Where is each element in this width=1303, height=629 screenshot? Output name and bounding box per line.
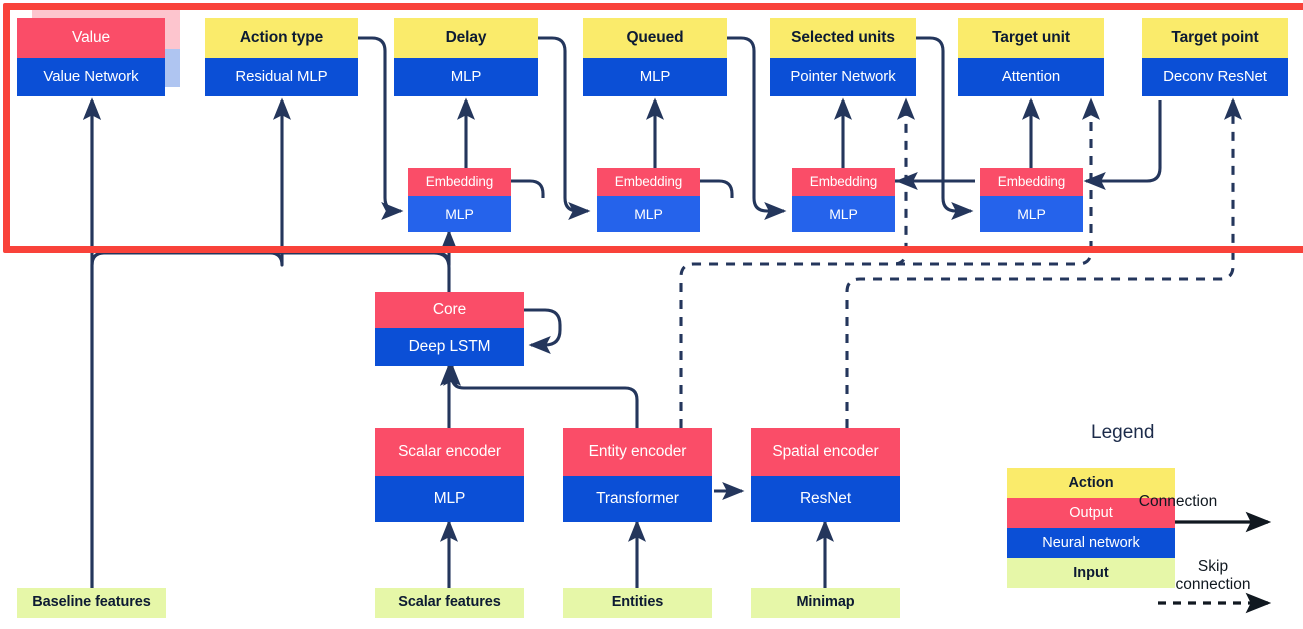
legend-skip-label-line2: connection xyxy=(1175,575,1251,593)
input-entities-label: Entities xyxy=(563,588,712,618)
legend-connection-label: Connection xyxy=(1138,493,1218,510)
encoder-entity[interactable]: Entity encoder Transformer xyxy=(563,428,712,522)
input-minimap[interactable]: Minimap xyxy=(751,588,900,618)
embedding-target-unit[interactable]: Embedding MLP xyxy=(980,168,1083,232)
head-target-point-network: Deconv ResNet xyxy=(1142,58,1288,96)
input-minimap-label: Minimap xyxy=(751,588,900,618)
encoder-scalar[interactable]: Scalar encoder MLP xyxy=(375,428,524,522)
legend-skip-label-line1: Skip xyxy=(1197,558,1229,575)
embedding-queued-network: MLP xyxy=(597,196,700,232)
head-selected-units-label: Selected units xyxy=(770,18,916,58)
head-target-unit[interactable]: Target unit Attention xyxy=(958,18,1104,96)
head-delay-network: MLP xyxy=(394,58,538,96)
embedding-queued[interactable]: Embedding MLP xyxy=(597,168,700,232)
encoder-scalar-network: MLP xyxy=(375,476,524,522)
head-value[interactable]: Value Value Network xyxy=(17,18,165,96)
embedding-selected-units-label: Embedding xyxy=(792,168,895,196)
legend-swatch-output: Output xyxy=(1007,498,1175,528)
head-action-type-label: Action type xyxy=(205,18,358,58)
encoder-entity-label: Entity encoder xyxy=(563,428,712,476)
input-entities[interactable]: Entities xyxy=(563,588,712,618)
legend-swatches: Action Output Neural network Input xyxy=(1007,468,1175,588)
encoder-spatial-label: Spatial encoder xyxy=(751,428,900,476)
embedding-delay-network: MLP xyxy=(408,196,511,232)
embedding-selected-units-network: MLP xyxy=(792,196,895,232)
head-target-unit-network: Attention xyxy=(958,58,1104,96)
legend-skip-label: Skip connection xyxy=(1138,558,1288,594)
core-label: Core xyxy=(375,292,524,328)
head-value-network: Value Network xyxy=(17,58,165,96)
head-value-output: Value xyxy=(17,18,165,58)
encoder-entity-network: Transformer xyxy=(563,476,712,522)
head-queued-label: Queued xyxy=(583,18,727,58)
embedding-selected-units[interactable]: Embedding MLP xyxy=(792,168,895,232)
core-module[interactable]: Core Deep LSTM xyxy=(375,292,524,366)
core-network: Deep LSTM xyxy=(375,328,524,366)
encoder-scalar-label: Scalar encoder xyxy=(375,428,524,476)
embedding-queued-label: Embedding xyxy=(597,168,700,196)
input-scalar-features[interactable]: Scalar features xyxy=(375,588,524,618)
embedding-target-unit-label: Embedding xyxy=(980,168,1083,196)
head-queued[interactable]: Queued MLP xyxy=(583,18,727,96)
input-baseline-features-label: Baseline features xyxy=(17,588,166,618)
head-action-type-network: Residual MLP xyxy=(205,58,358,96)
head-delay[interactable]: Delay MLP xyxy=(394,18,538,96)
legend-swatch-input: Input xyxy=(1007,558,1175,588)
head-action-type[interactable]: Action type Residual MLP xyxy=(205,18,358,96)
head-queued-network: MLP xyxy=(583,58,727,96)
head-selected-units-network: Pointer Network xyxy=(770,58,916,96)
head-target-unit-label: Target unit xyxy=(958,18,1104,58)
head-target-point-label: Target point xyxy=(1142,18,1288,58)
head-target-point[interactable]: Target point Deconv ResNet xyxy=(1142,18,1288,96)
encoder-spatial-network: ResNet xyxy=(751,476,900,522)
legend-swatch-neural-network: Neural network xyxy=(1007,528,1175,558)
embedding-target-unit-network: MLP xyxy=(980,196,1083,232)
input-baseline-features[interactable]: Baseline features xyxy=(17,588,166,618)
head-selected-units[interactable]: Selected units Pointer Network xyxy=(770,18,916,96)
embedding-delay-label: Embedding xyxy=(408,168,511,196)
head-delay-label: Delay xyxy=(394,18,538,58)
legend-title: Legend xyxy=(1091,422,1155,443)
encoder-spatial[interactable]: Spatial encoder ResNet xyxy=(751,428,900,522)
embedding-delay[interactable]: Embedding MLP xyxy=(408,168,511,232)
input-scalar-features-label: Scalar features xyxy=(375,588,524,618)
legend-swatch-action: Action xyxy=(1007,468,1175,498)
